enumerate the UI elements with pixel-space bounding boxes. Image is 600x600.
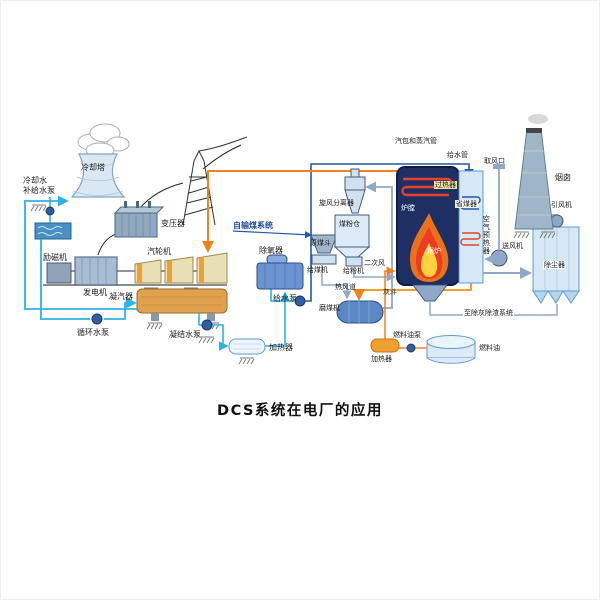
main-steam-pipe — [202, 170, 397, 253]
ground-hatch — [198, 336, 215, 344]
powder-feeder-shape — [345, 256, 363, 267]
oil-heater-shape — [370, 338, 400, 353]
label-coal-mill: 磨煤机 — [319, 304, 340, 312]
circulating-pump-icon — [91, 313, 103, 325]
turbine-shape — [134, 252, 228, 284]
label-drum-steam-pipes: 汽包和蒸汽管 — [395, 137, 437, 145]
label-air-preheater: 空气预热器 — [482, 215, 491, 255]
furnace-shape — [396, 166, 460, 286]
label-lp-heater: 加热器 — [269, 343, 293, 352]
condenser-shape — [136, 288, 228, 321]
label-circulating-pump: 循环水泵 — [77, 328, 109, 337]
fuel-oil-tank-shape — [426, 335, 476, 364]
coal-feeder-shape — [311, 254, 337, 265]
generator-shape — [74, 256, 118, 286]
lp-heater-shape — [228, 338, 266, 355]
label-air-intake: 取风口 — [484, 157, 505, 165]
condensate-pump-icon — [201, 319, 213, 331]
coal-bunker-shape — [333, 214, 371, 258]
label-condenser: 凝汽器 — [109, 292, 133, 301]
fuel-oil-pump-icon — [406, 343, 416, 353]
label-dust-collector: 除尘器 — [543, 261, 566, 270]
chimney-shape — [514, 114, 554, 230]
label-transformer: 变压器 — [161, 219, 185, 228]
condensate-pipes — [198, 289, 294, 351]
label-coal-feeder: 给煤机 — [307, 266, 328, 274]
label-hot-air-duct: 热风道 — [335, 283, 356, 291]
label-feed-water-pipe: 给水管 — [447, 151, 468, 159]
water-source-shape — [34, 222, 72, 240]
label-cyclone-separator: 旋风分离器 — [319, 199, 354, 207]
steam-cloud-icon — [77, 123, 130, 158]
transformer-shape — [113, 201, 165, 238]
label-economizer: 省煤器 — [455, 200, 478, 209]
label-superheater: 过热器 — [434, 181, 457, 190]
label-coal-bunker: 煤粉仓 — [339, 220, 360, 228]
hot-air-duct-line — [353, 283, 472, 301]
label-boiler: 锅炉 — [427, 247, 441, 255]
label-condensate-pump: 凝结水泵 — [169, 330, 201, 339]
page-title: DCS系统在电厂的应用 — [217, 403, 383, 419]
ground-hatch — [146, 322, 163, 330]
coal-conveyor-line — [232, 230, 313, 239]
label-generator: 发电机 — [83, 288, 107, 297]
mill-to-cyclone-duct — [365, 181, 393, 309]
label-raw-coal-hopper: 原煤斗 — [310, 239, 331, 247]
cooling-tower-shape — [70, 153, 126, 198]
fd-fan-icon — [490, 249, 508, 267]
circulating-water-pipes — [24, 195, 137, 320]
powder-pipe — [353, 266, 396, 282]
label-chimney: 烟囱 — [555, 173, 571, 182]
label-secondary-air: 二次风 — [364, 259, 385, 267]
coal-chute-line — [321, 264, 352, 300]
raw-coal-hopper-shape — [310, 234, 338, 254]
label-turbine: 汽轮机 — [147, 247, 171, 256]
label-fuel-oil: 燃料油 — [479, 344, 500, 352]
label-feed-pump: 给水泵 — [273, 294, 297, 303]
feed-water-pipe-line — [305, 163, 474, 302]
air-intake-shape — [493, 164, 505, 169]
cyclone-shape — [344, 168, 366, 214]
label-furnace: 炉膛 — [401, 204, 415, 212]
label-id-fan: 引风机 — [551, 201, 572, 209]
label-ash-removal-system: 至除灰除渣系统 — [463, 309, 514, 318]
second-pass-shape — [458, 170, 484, 284]
ash-hopper-shape — [412, 284, 448, 302]
label-fuel-oil-pump: 燃料油泵 — [393, 331, 421, 339]
fuel-oil-pipes — [384, 266, 427, 349]
makeup-pump-icon — [45, 197, 55, 223]
label-ash-hopper: 灰斗 — [383, 288, 397, 296]
label-fd-fan: 送风机 — [502, 242, 523, 250]
label-cooling-makeup-pump: 冷却水 补给水泵 — [23, 176, 55, 195]
label-cooling-tower: 冷却塔 — [81, 163, 105, 172]
superheater-coil — [401, 177, 453, 197]
label-deaerator: 除氧器 — [259, 246, 283, 255]
transmission-tower-icon — [182, 136, 248, 226]
power-lines — [97, 144, 242, 256]
ground-hatch — [513, 231, 530, 239]
label-exciter: 励磁机 — [43, 253, 67, 262]
ground-hatch — [30, 204, 47, 212]
deaerator-shape — [256, 254, 304, 290]
label-oil-heater: 加热器 — [371, 355, 392, 363]
ground-hatch — [238, 357, 255, 365]
label-powder-feeder: 给粉机 — [343, 267, 364, 275]
exciter-shape — [46, 262, 72, 284]
coal-mill-shape — [336, 300, 384, 324]
label-coal-conveyor: 自输煤系统 — [233, 221, 273, 230]
